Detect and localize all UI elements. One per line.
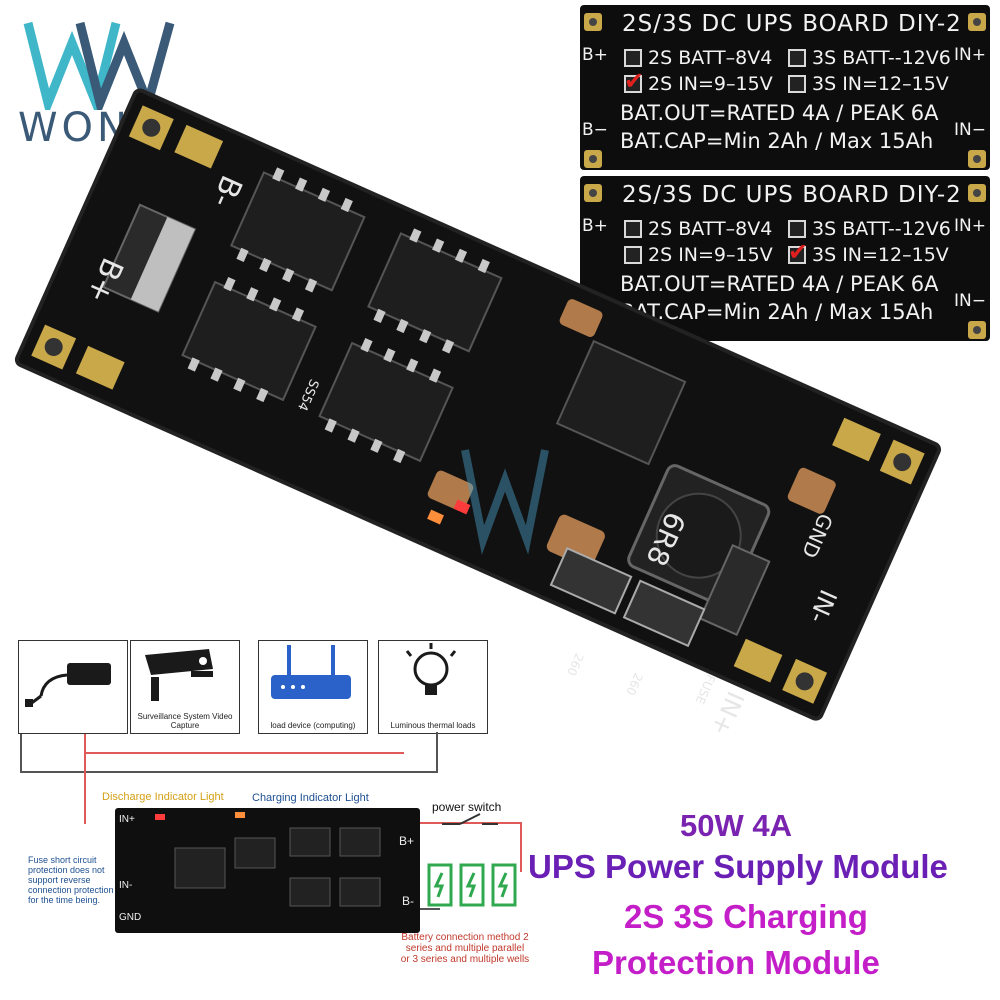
svg-text:260: 260 [623, 671, 645, 698]
discharge-indicator-label: Discharge Indicator Light [102, 791, 224, 803]
wire [84, 752, 404, 754]
brand-logo-icon [23, 21, 175, 110]
device-router: load device (computing) [258, 640, 368, 734]
product-line-power: 50W 4A [680, 808, 792, 843]
bat-out-spec: BAT.OUT=RATED 4A / PEAK 6A [620, 272, 939, 296]
option-3s-batt: 3S BATT--12V6 [788, 218, 951, 240]
pin-b-minus: B− [582, 291, 608, 311]
pin-in-plus: IN+ [954, 216, 986, 236]
power-switch-label: power switch [432, 800, 502, 814]
product-line-name: UPS Power Supply Module [528, 848, 948, 885]
svg-text:6R8: 6R8 [639, 507, 692, 571]
checkbox-icon [624, 246, 642, 264]
wire [20, 771, 438, 773]
pin-b-plus: B+ [582, 216, 608, 236]
watermark-logo-icon [461, 449, 549, 555]
option-3s-batt: 3S BATT--12V6 [788, 47, 951, 69]
device-light-bulb: Luminous thermal loads [378, 640, 488, 734]
mini-pin-b-minus: B- [402, 894, 414, 908]
brand-name: WONS [18, 105, 161, 151]
wire [520, 822, 522, 872]
svg-text:B-: B- [204, 170, 249, 213]
svg-text:GND: GND [797, 510, 838, 562]
checkbox-icon [624, 49, 642, 67]
svg-text:260: 260 [564, 651, 586, 678]
checkbox-icon [788, 220, 806, 238]
spec-panel-2s: 2S/3S DC UPS BOARD DIY-2 B+ IN+ B− IN− 2… [580, 5, 990, 170]
security-camera-icon [145, 649, 213, 701]
light-bulb-icon [405, 643, 457, 695]
switch-icon [442, 813, 498, 825]
spec-title: 2S/3S DC UPS BOARD DIY-2 [622, 11, 962, 37]
mini-pin-in-plus: IN+ [119, 814, 135, 825]
device-surveillance-camera: Surveillance System Video Capture [130, 640, 240, 734]
svg-text:FUSE: FUSE [693, 672, 718, 706]
svg-text:IN-: IN- [803, 585, 842, 627]
battery-pack-icon [427, 863, 517, 907]
svg-text:SS54: SS54 [294, 377, 321, 413]
bat-out-spec: BAT.OUT=RATED 4A / PEAK 6A [620, 101, 939, 125]
power-adapter-icon [25, 663, 111, 707]
checkbox-icon [788, 49, 806, 67]
battery-connection-note: Battery connection method 2 series and m… [400, 932, 530, 965]
product-line-charging: 2S 3S Charging [624, 898, 868, 935]
svg-text:IN+: IN+ [705, 687, 749, 740]
option-2s-batt: 2S BATT–8V4 [624, 47, 772, 69]
wire [420, 908, 440, 910]
svg-text:B+: B+ [79, 252, 130, 308]
bat-cap-spec: BAT.CAP=Min 2Ah / Max 15Ah [620, 129, 934, 153]
mini-pin-in-minus: IN- [119, 880, 133, 891]
mini-pcb-diagram: IN+ IN- GND B+ B- [115, 808, 420, 933]
pin-b-minus: B− [582, 120, 608, 140]
checkbox-icon [624, 220, 642, 238]
pcb-mini-icon [155, 812, 381, 907]
wire [84, 734, 86, 824]
device-caption: Luminous thermal loads [390, 721, 476, 730]
checkbox-icon [788, 75, 806, 93]
mini-pin-gnd: GND [119, 912, 142, 923]
option-2s-in: 2S IN=9–15V [624, 67, 773, 95]
option-3s-in: 3S IN=12–15V [788, 238, 949, 266]
product-line-protection: Protection Module [592, 944, 880, 981]
checkmark-icon [624, 67, 644, 95]
spec-title: 2S/3S DC UPS BOARD DIY-2 [622, 182, 962, 208]
charging-indicator-label: Charging Indicator Light [252, 792, 369, 804]
spec-panel-3s: 2S/3S DC UPS BOARD DIY-2 B+ IN+ B− IN− 2… [580, 176, 990, 341]
mini-pin-b-plus: B+ [398, 834, 414, 848]
router-icon [271, 645, 351, 699]
device-caption: load device (computing) [270, 721, 356, 730]
pin-b-plus: B+ [582, 45, 608, 65]
option-2s-in: 2S IN=9–15V [624, 244, 773, 266]
checkmark-icon [788, 238, 808, 266]
wire [20, 734, 22, 772]
option-2s-batt: 2S BATT–8V4 [624, 218, 772, 240]
device-caption: Surveillance System Video Capture [137, 712, 233, 730]
bat-cap-spec: BAT.CAP=Min 2Ah / Max 15Ah [620, 300, 934, 324]
wire [436, 732, 438, 772]
fuse-note: Fuse short circuit protection does not s… [28, 855, 114, 905]
pin-in-plus: IN+ [954, 45, 986, 65]
wire [420, 822, 522, 824]
pin-in-minus: IN− [954, 120, 986, 140]
pin-in-minus: IN− [954, 291, 986, 311]
device-power-adapter [18, 640, 128, 734]
option-3s-in: 3S IN=12–15V [788, 73, 949, 95]
